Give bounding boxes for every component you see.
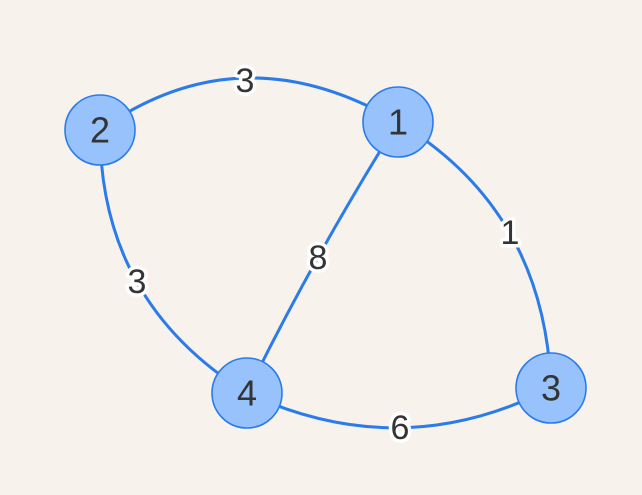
node-circle-3[interactable] (515, 352, 587, 424)
edge-weight-label-4-3: 6 (391, 409, 410, 447)
node-circle-1[interactable] (362, 86, 434, 158)
graph-edge-1-4[interactable] (245, 120, 400, 395)
edge-weight-label-1-4: 8 (309, 239, 328, 277)
node-circle-2[interactable] (64, 94, 136, 166)
graph-edge-2-1[interactable] (98, 76, 400, 132)
graph-node-3[interactable]: 3 (515, 352, 587, 424)
node-circle-4[interactable] (211, 357, 283, 429)
graph-edge-2-4[interactable] (98, 128, 249, 395)
edges-layer (98, 76, 553, 430)
graph-node-2[interactable]: 2 (64, 94, 136, 166)
graph-edge-4-3[interactable] (245, 386, 553, 430)
edge-labels-layer: 3 3 8 1 6 (124, 58, 523, 450)
edge-weight-label-1-3: 1 (501, 214, 520, 252)
graph-node-4[interactable]: 4 (211, 357, 283, 429)
graph-edge-1-3[interactable] (396, 120, 553, 390)
edge-weight-label-2-1: 3 (236, 62, 255, 100)
edge-weight-label-2-4: 3 (128, 263, 147, 301)
graph-node-1[interactable]: 1 (362, 86, 434, 158)
